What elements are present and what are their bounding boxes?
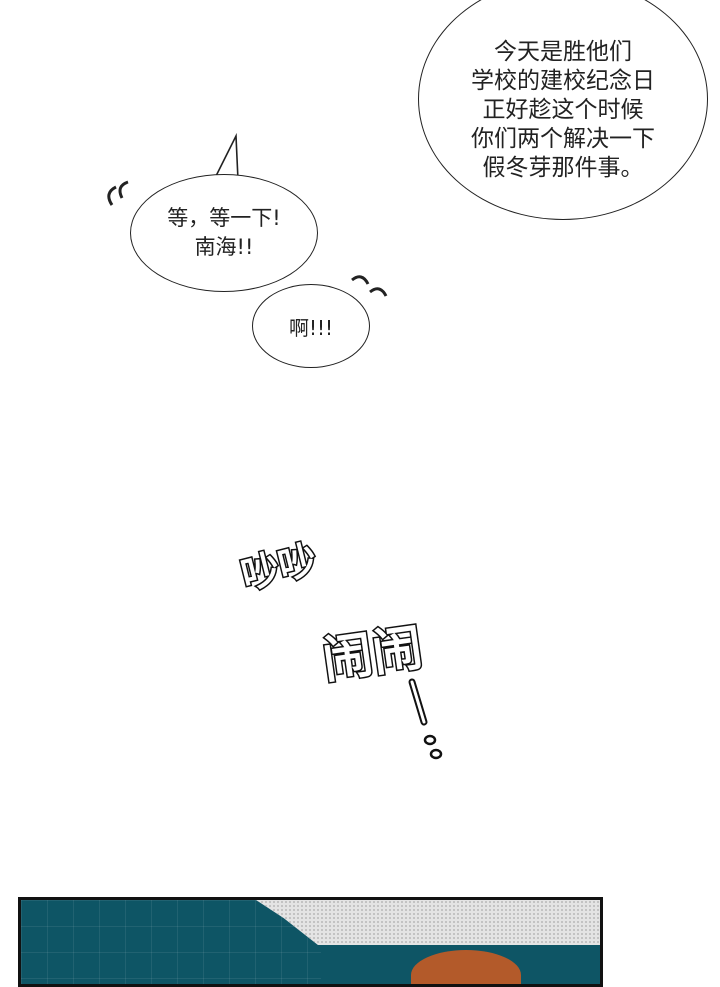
sfx-noisy-1: 吵吵 — [237, 537, 321, 598]
shake-mark-icon — [351, 275, 388, 297]
speech-bubble-ah: 啊!!! — [252, 284, 370, 368]
bubble-line: 南海!! — [194, 235, 254, 259]
speech-bubble-wait: 等，等一下! 南海!! — [130, 174, 318, 292]
bubble-line: 学校的建校纪念日 — [471, 67, 655, 94]
shake-mark-icon — [107, 180, 129, 206]
bubble-line: 你们两个解决一下 — [471, 125, 655, 152]
sfx-dot — [429, 748, 443, 760]
sfx-dot — [423, 734, 437, 746]
speech-bubble-main: 今天是胜他们 学校的建校纪念日 正好趁这个时候 你们两个解决一下 假冬芽那件事。 — [418, 0, 708, 220]
bubble-line: 正好趁这个时候 — [482, 96, 644, 123]
panel-background — [256, 900, 600, 945]
panel-pattern — [21, 900, 321, 984]
sfx-noisy-2: 闹闹 — [319, 618, 426, 689]
bubble-line: 等，等一下! — [167, 206, 281, 230]
bubble-line: 假冬芽那件事。 — [482, 154, 644, 181]
character-hair — [411, 950, 521, 984]
bubble-line: 今天是胜他们 — [494, 38, 632, 65]
